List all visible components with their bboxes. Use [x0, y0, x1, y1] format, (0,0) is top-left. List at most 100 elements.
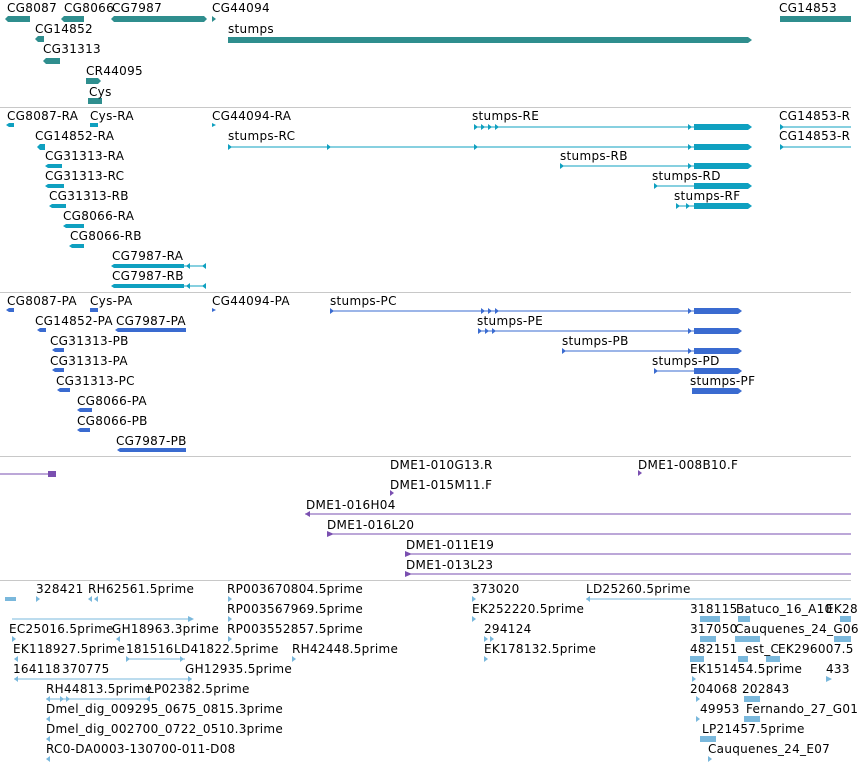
transcript-label[interactable]: CG7987-RA — [112, 249, 184, 263]
est-EK178132.5prime[interactable] — [484, 656, 488, 662]
protein-stumps-PC[interactable] — [330, 308, 742, 314]
protein-label[interactable]: CG14852-PA — [35, 314, 113, 328]
est-label[interactable]: 202843 — [742, 682, 790, 696]
est-294124[interactable] — [484, 636, 494, 642]
transcript-CG8087-RA[interactable] — [6, 123, 14, 127]
est-482151[interactable] — [690, 656, 704, 662]
est-204068[interactable] — [696, 696, 700, 702]
est-label[interactable]: RC0-DA0003-130700-011-D08 — [46, 742, 236, 756]
est-est_C[interactable] — [738, 656, 748, 662]
est-label[interactable]: 294124 — [484, 622, 532, 636]
clone-DME1-016H04[interactable] — [305, 511, 851, 517]
est-LP21457.5prime[interactable] — [700, 736, 716, 742]
est-Fernando_27_G01[interactable] — [744, 716, 760, 722]
est-Cauquenes_24_G06[interactable] — [735, 636, 760, 642]
transcript-label[interactable]: stumps-RC — [228, 129, 296, 143]
protein-stumps-PD[interactable] — [654, 368, 742, 374]
est-328421[interactable] — [36, 596, 40, 602]
gene-CG14853[interactable] — [780, 16, 851, 22]
transcript-label[interactable]: CG44094-RA — [212, 109, 292, 123]
est-EK151454.5prime[interactable] — [692, 676, 696, 682]
est-label[interactable]: 370775 — [62, 662, 110, 676]
transcript-label[interactable]: CG8087-RA — [7, 109, 79, 123]
est-label[interactable]: 181516 — [126, 642, 174, 656]
protein-label[interactable]: CG31313-PB — [50, 334, 129, 348]
est-label[interactable]: LD25260.5prime — [586, 582, 691, 596]
protein-label[interactable]: stumps-PF — [690, 374, 756, 388]
est-label[interactable]: Batuco_16_A10 — [736, 602, 833, 616]
est-EK252220.5prime[interactable] — [472, 616, 476, 622]
protein-label[interactable]: CG7987-PA — [116, 314, 186, 328]
gene-CG7987[interactable] — [111, 16, 207, 22]
est-label[interactable]: 482151 — [690, 642, 738, 656]
est-label[interactable]: Dmel_dig_002700_0722_0510.3prime — [46, 722, 284, 736]
gene-CR44095[interactable] — [86, 78, 101, 84]
protein-label[interactable]: stumps-PC — [330, 294, 397, 308]
est-feature[interactable] — [834, 636, 851, 642]
transcript-label[interactable]: CG14852-RA — [35, 129, 115, 143]
transcript-stumps-RC[interactable] — [228, 144, 752, 150]
est-label[interactable]: EK28 — [826, 602, 858, 616]
est-label[interactable]: 204068 — [690, 682, 738, 696]
est-EK28[interactable] — [840, 616, 851, 622]
gene-CG8087[interactable] — [5, 16, 30, 22]
est-EK118927.5prime[interactable] — [14, 656, 18, 662]
gene-CG31313[interactable] — [43, 58, 60, 64]
transcript-label[interactable]: stumps-RE — [472, 109, 540, 123]
protein-CG14852-PA[interactable] — [37, 328, 46, 332]
est-317050[interactable] — [700, 636, 716, 642]
protein-CG7987-PA[interactable] — [115, 328, 186, 332]
clone-label[interactable]: DME1-011E19 — [406, 538, 495, 552]
gene-label[interactable]: Cys — [89, 85, 112, 99]
est-label[interactable]: 318115 — [690, 602, 738, 616]
clone-left-edge[interactable] — [0, 471, 56, 477]
transcript-label[interactable]: CG14853-R — [779, 129, 851, 143]
est-RH62561.5prime[interactable] — [88, 596, 98, 602]
protein-label[interactable]: stumps-PD — [652, 354, 720, 368]
protein-label[interactable]: CG8087-PA — [7, 294, 77, 308]
est-label[interactable]: Dmel_dig_009295_0675_0815.3prime — [46, 702, 284, 716]
clone-DME1-011E19[interactable] — [405, 551, 851, 557]
transcript-label[interactable]: CG8066-RA — [63, 209, 135, 223]
clone-label[interactable]: DME1-015M11.F — [390, 478, 493, 492]
protein-CG8066-PA[interactable] — [77, 408, 92, 412]
transcript-label[interactable]: stumps-RB — [560, 149, 628, 163]
transcript-CG8066-RB[interactable] — [69, 244, 84, 248]
est-label[interactable]: RP003552857.5prime — [227, 622, 364, 636]
est-label[interactable]: LP21457.5prime — [702, 722, 805, 736]
gene-stumps[interactable] — [228, 37, 752, 43]
transcript-CG8066-RA[interactable] — [63, 224, 84, 228]
est-label[interactable]: LP02382.5prime — [147, 682, 250, 696]
est-RH44813.5prime[interactable] — [46, 696, 150, 702]
transcript-label[interactable]: CG7987-RB — [112, 269, 184, 283]
est-label[interactable]: EK118927.5prime — [13, 642, 126, 656]
protein-stumps-PB[interactable] — [562, 348, 742, 354]
clone-DME1-013L23[interactable] — [405, 571, 851, 577]
transcript-stumps-RE[interactable] — [474, 124, 752, 130]
est-label[interactable]: RH44813.5prime — [46, 682, 153, 696]
protein-label[interactable]: Cys-PA — [90, 294, 133, 308]
est-label[interactable]: RH42448.5prime — [292, 642, 399, 656]
protein-label[interactable]: stumps-PB — [562, 334, 629, 348]
gene-CG8066[interactable] — [61, 16, 84, 22]
gene-label[interactable]: CG44094 — [212, 1, 270, 15]
est-RH42448.5prime[interactable] — [292, 656, 296, 662]
clone-label[interactable]: DME1-008B10.F — [638, 458, 739, 472]
protein-CG7987-PB[interactable] — [117, 448, 186, 452]
transcript-label[interactable]: CG14853-R — [779, 109, 851, 123]
est-label[interactable]: GH12935.5prime — [185, 662, 293, 676]
protein-CG31313-PC[interactable] — [57, 388, 70, 392]
protein-label[interactable]: CG44094-PA — [212, 294, 290, 308]
transcript-stumps-RD[interactable] — [654, 183, 752, 189]
est-LD25260.5prime[interactable] — [586, 596, 851, 602]
clone-label[interactable]: DME1-010G13.R — [390, 458, 493, 472]
gene-label[interactable]: CG8066 — [64, 1, 115, 15]
est-label[interactable]: 373020 — [472, 582, 520, 596]
est-RP003567969.5prime[interactable] — [228, 616, 232, 622]
clone-label[interactable]: DME1-016H04 — [306, 498, 396, 512]
est-Dmel_dig_002700_0722_0510.3prime[interactable] — [46, 736, 50, 742]
protein-CG44094-PA[interactable] — [212, 308, 216, 312]
est-label[interactable]: 49953 — [700, 702, 740, 716]
transcript-CG14853-R[interactable] — [780, 144, 851, 150]
protein-Cys-PA[interactable] — [90, 308, 98, 312]
